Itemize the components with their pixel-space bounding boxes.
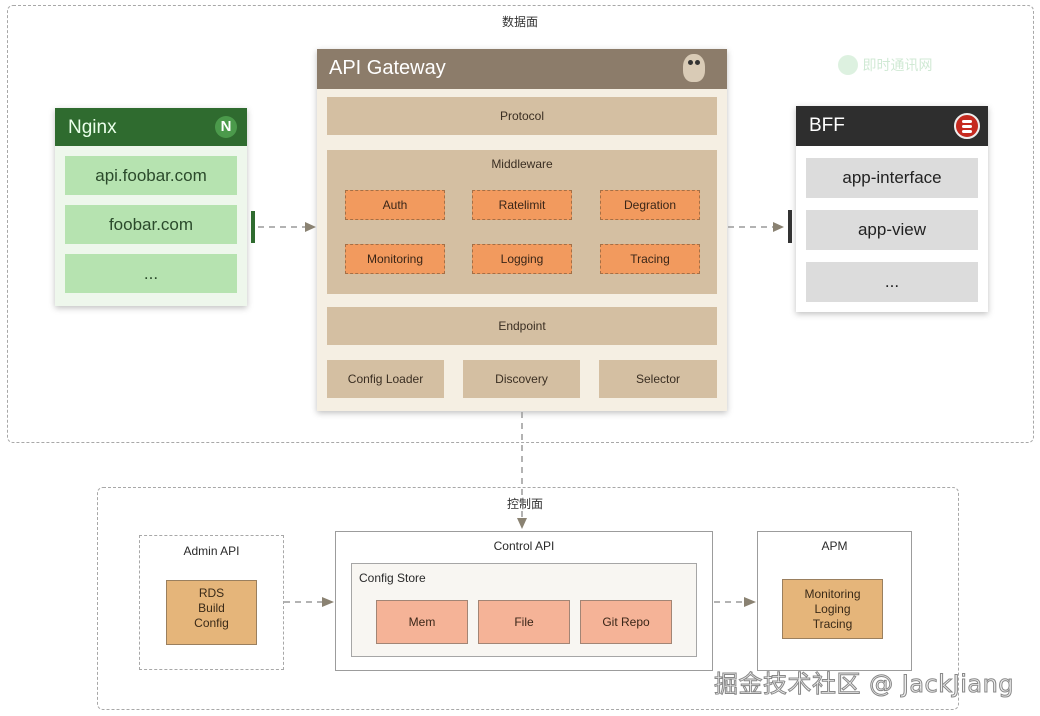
api-gateway-card: API Gateway Protocol Middleware Auth Rat… bbox=[317, 49, 727, 411]
nginx-item: foobar.com bbox=[65, 205, 237, 244]
data-plane-region bbox=[7, 5, 1034, 443]
arrowhead-gateway-bff bbox=[773, 222, 784, 232]
middleware-ratelimit: Ratelimit bbox=[472, 190, 572, 220]
selector-module: Selector bbox=[599, 360, 717, 398]
watermark-text: 掘金技术社区 @ JackJiang bbox=[713, 670, 1015, 699]
protocol-layer: Protocol bbox=[327, 97, 717, 135]
nginx-header: Nginx N bbox=[55, 108, 247, 146]
arrowhead-gateway-control bbox=[517, 518, 527, 529]
control-plane-label: 控制面 bbox=[506, 497, 543, 511]
admin-line: Build bbox=[198, 601, 225, 615]
middleware-monitoring: Monitoring bbox=[345, 244, 445, 274]
logo-watermark: 即时通讯网 bbox=[838, 55, 958, 83]
config-store-file: File bbox=[478, 600, 570, 644]
bff-item: ... bbox=[806, 262, 978, 302]
arrowhead-admin-control bbox=[322, 597, 334, 607]
arrowhead-control-apm bbox=[744, 597, 756, 607]
nginx-card: Nginx N api.foobar.com foobar.com ... bbox=[55, 108, 247, 306]
rds-build-config-box: RDS Build Config bbox=[166, 580, 257, 645]
admin-api-title: Admin API bbox=[183, 544, 240, 558]
arrowhead-nginx-gateway bbox=[305, 222, 316, 232]
nginx-title: Nginx bbox=[68, 117, 117, 138]
bff-item: app-view bbox=[806, 210, 978, 250]
bff-title: BFF bbox=[809, 115, 845, 136]
middleware-label: Middleware bbox=[491, 157, 553, 171]
endpoint-layer: Endpoint bbox=[327, 307, 717, 345]
bff-header: BFF bbox=[796, 106, 988, 146]
bff-connector-port bbox=[788, 210, 792, 243]
logo-icon bbox=[838, 55, 858, 75]
control-plane-region bbox=[97, 487, 959, 710]
apm-title: APM bbox=[821, 539, 848, 553]
config-store-label: Config Store bbox=[359, 571, 426, 585]
logo-text: 即时通讯网 bbox=[862, 58, 933, 74]
admin-line: Config bbox=[194, 616, 229, 630]
config-loader-module: Config Loader bbox=[327, 360, 444, 398]
nginx-item: ... bbox=[65, 254, 237, 293]
middleware-degration: Degration bbox=[600, 190, 700, 220]
middleware-logging: Logging bbox=[472, 244, 572, 274]
nginx-logo-icon: N bbox=[215, 116, 237, 138]
bff-item: app-interface bbox=[806, 158, 978, 198]
middleware-tracing: Tracing bbox=[600, 244, 700, 274]
discovery-module: Discovery bbox=[463, 360, 580, 398]
gateway-header: API Gateway bbox=[317, 49, 727, 89]
apm-line: Monitoring bbox=[804, 587, 861, 601]
nginx-connector-port bbox=[251, 211, 255, 243]
control-api-title: Control API bbox=[493, 539, 555, 553]
apm-line: Loging bbox=[814, 602, 851, 616]
middleware-auth: Auth bbox=[345, 190, 445, 220]
gopher-mascot-icon bbox=[683, 54, 705, 82]
admin-line: RDS bbox=[198, 586, 225, 600]
admin-api-box: Admin API bbox=[139, 535, 284, 670]
gateway-title: API Gateway bbox=[329, 57, 446, 79]
apm-monitoring-box: Monitoring Loging Tracing bbox=[782, 579, 883, 639]
apm-line: Tracing bbox=[812, 617, 853, 631]
bff-card: BFF app-interface app-view ... bbox=[796, 106, 988, 312]
nginx-item: api.foobar.com bbox=[65, 156, 237, 195]
database-icon bbox=[954, 113, 980, 139]
config-store-mem: Mem bbox=[376, 600, 468, 644]
data-plane-label: 数据面 bbox=[501, 15, 538, 29]
config-store-git-repo: Git Repo bbox=[580, 600, 672, 644]
